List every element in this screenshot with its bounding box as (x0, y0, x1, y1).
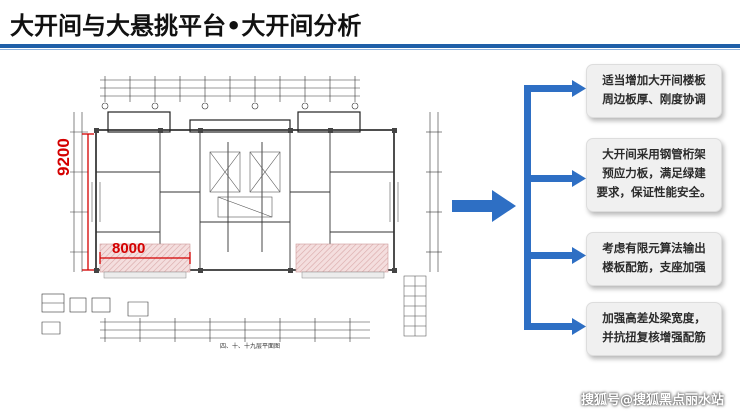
note-card-1-line-1: 适当增加大开间楼板 (602, 73, 706, 87)
note-card-2-line-2: 预应力板，满足绿建 (602, 166, 706, 180)
note-card-4: 加强高差处梁宽度， 并抗扭复核增强配筋 (586, 302, 722, 356)
note-card-2: 大开间采用钢管桁架 预应力板，满足绿建 要求，保证性能安全。 (586, 138, 722, 212)
note-card-1: 适当增加大开间楼板 周边板厚、刚度协调 (586, 64, 722, 118)
watermark: 搜狐号@搜狐黑点丽水站 (580, 393, 724, 408)
note-card-1-line-2: 周边板厚、刚度协调 (602, 92, 706, 106)
dimension-8000-label: 8000 (112, 240, 146, 257)
drawing-caption: 四、十、十九层平面图 (220, 342, 280, 350)
big-arrow-right-icon (452, 190, 516, 222)
title-bar: 大开间与大悬挑平台•大开间分析 (0, 0, 740, 44)
note-card-3: 考虑有限元算法输出 楼板配筋，支座加强 (586, 232, 722, 286)
note-card-3-line-1: 考虑有限元算法输出 (602, 241, 706, 255)
page-title: 大开间与大悬挑平台•大开间分析 (10, 12, 362, 40)
note-card-2-line-3: 要求，保证性能安全。 (596, 185, 712, 199)
note-card-4-line-2: 并抗扭复核增强配筋 (602, 330, 706, 344)
note-card-4-line-1: 加强高差处梁宽度， (602, 311, 706, 325)
title-underline-thin (0, 49, 740, 50)
note-card-2-line-1: 大开间采用钢管桁架 (602, 147, 706, 161)
note-card-3-line-2: 楼板配筋，支座加强 (602, 260, 706, 274)
dimension-9200-label: 9200 (54, 138, 73, 176)
bracket-connector (524, 80, 586, 335)
floor-plan-drawing: 四、十、十九层平面图 (41, 76, 442, 350)
title-underline (0, 44, 740, 48)
